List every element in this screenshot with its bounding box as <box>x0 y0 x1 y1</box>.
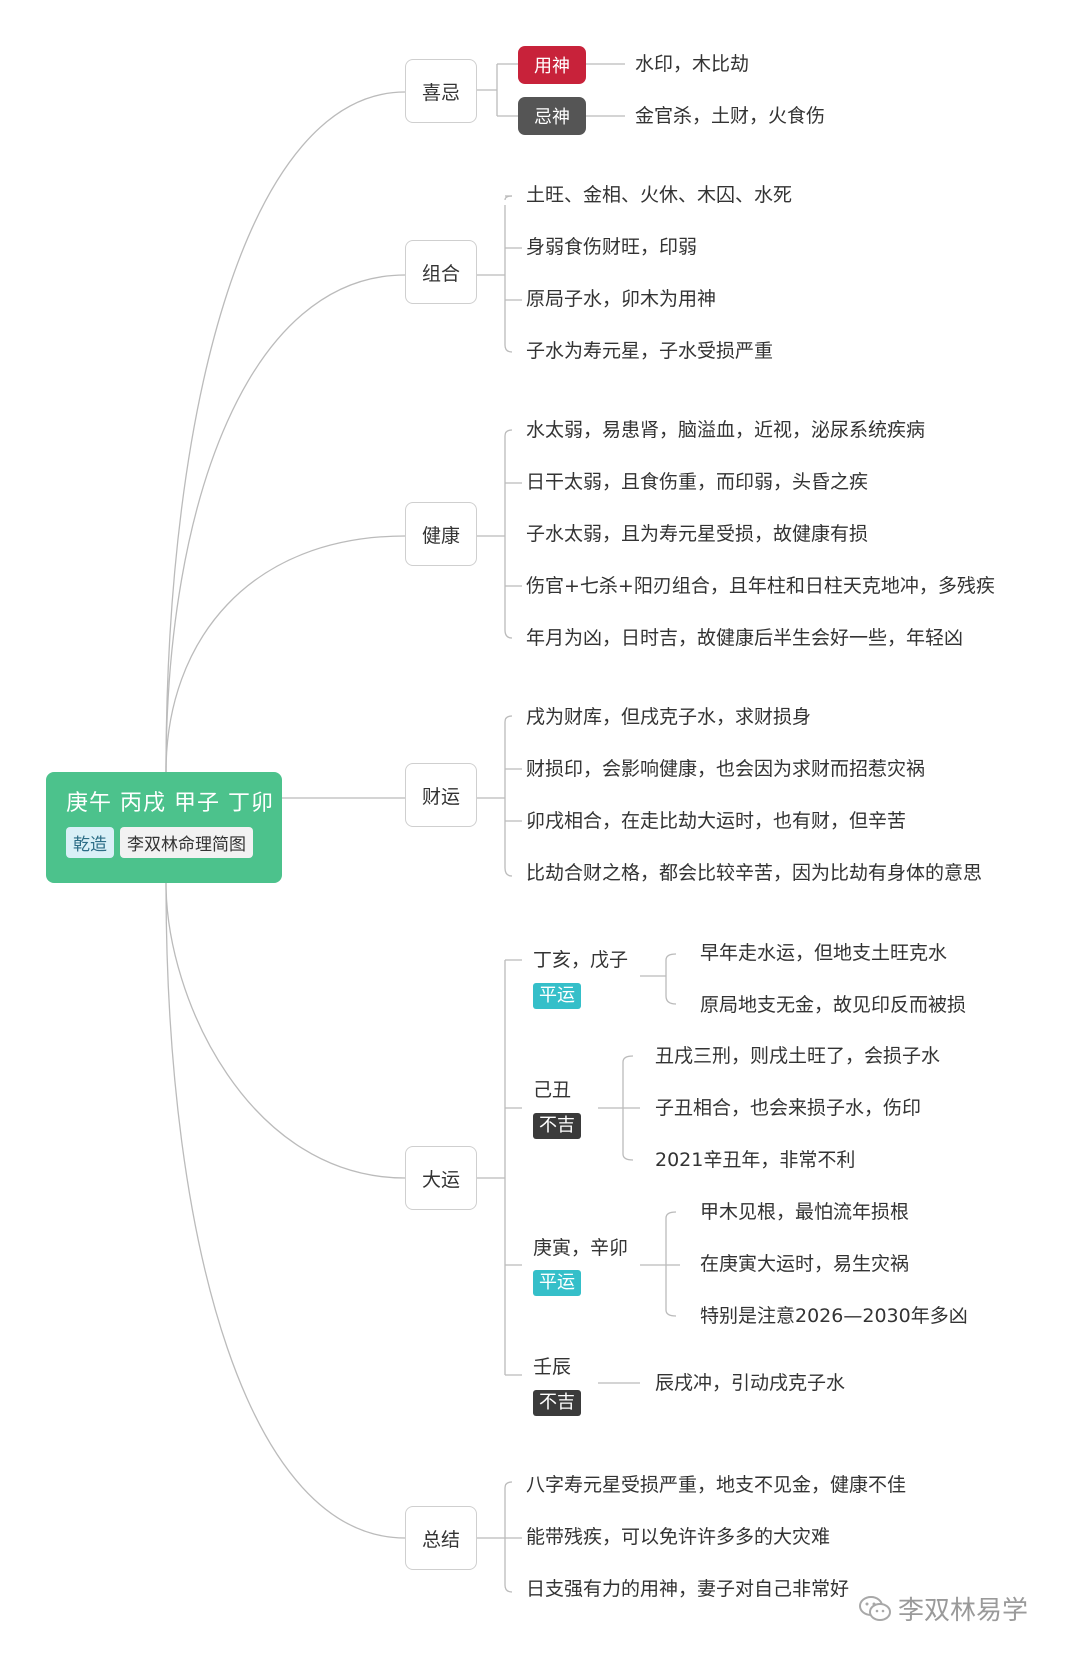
dayun-item: 2021辛丑年，非常不利 <box>655 1149 856 1171</box>
zuhe-item: 身弱食伤财旺，印弱 <box>526 236 698 258</box>
watermark: 李双林易学 <box>858 1590 1028 1627</box>
dayun-tag-ping: 平运 <box>533 983 581 1009</box>
dayun-item: 特别是注意2026—2030年多凶 <box>700 1305 968 1327</box>
zongjie-item: 八字寿元星受损严重，地支不见金，健康不佳 <box>526 1474 907 1496</box>
jiankang-item: 伤官+七杀+阳刃组合，且年柱和日柱天克地冲，多残疾 <box>526 575 995 597</box>
dayun-item: 甲木见根，最怕流年损根 <box>700 1201 910 1223</box>
branch-caiyun[interactable]: 财运 <box>405 763 477 827</box>
zuhe-item: 子水为寿元星，子水受损严重 <box>526 340 774 362</box>
yongshen-text: 水印，木比劫 <box>635 53 750 75</box>
dayun-group-name: 丁亥，戊子 <box>533 949 629 971</box>
root-tags: 乾造 李双林命理简图 <box>66 827 268 858</box>
dayun-item: 辰戌冲，引动戌克子水 <box>655 1372 846 1394</box>
dayun-item: 早年走水运，但地支土旺克水 <box>700 942 948 964</box>
watermark-text: 李双林易学 <box>898 1596 1029 1626</box>
jiankang-item: 水太弱，易患肾，脑溢血，近视，泌尿系统疾病 <box>526 419 926 441</box>
dayun-tag-buji: 不吉 <box>533 1390 581 1416</box>
zuhe-item: 土旺、金相、火休、木囚、水死 <box>526 184 793 206</box>
dayun-group-name: 己丑 <box>533 1079 572 1101</box>
zongjie-item: 日支强有力的用神，妻子对自己非常好 <box>526 1578 850 1600</box>
dayun-tag-ping: 平运 <box>533 1270 581 1296</box>
caiyun-item: 财损印，会影响健康，也会因为求财而招惹灾祸 <box>526 758 926 780</box>
dayun-group-name: 庚寅，辛卯 <box>533 1237 629 1259</box>
jiankang-item: 年月为凶，日时吉，故健康后半生会好一些，年轻凶 <box>526 627 964 649</box>
branch-jiankang[interactable]: 健康 <box>405 502 477 566</box>
jishen-pill[interactable]: 忌神 <box>518 97 586 135</box>
author-tag: 李双林命理简图 <box>120 827 253 858</box>
jishen-text: 金官杀，土财，火食伤 <box>635 105 826 127</box>
caiyun-item: 比劫合财之格，都会比较辛苦，因为比劫有身体的意思 <box>526 862 983 884</box>
root-title: 庚午 丙戌 甲子 丁卯 <box>66 791 274 816</box>
branch-zongjie[interactable]: 总结 <box>405 1506 477 1570</box>
root-node[interactable]: 庚午 丙戌 甲子 丁卯 乾造 李双林命理简图 <box>46 772 282 883</box>
caiyun-item: 卯戌相合，在走比劫大运时，也有财，但辛苦 <box>526 810 907 832</box>
dayun-group-name: 壬辰 <box>533 1356 572 1378</box>
jiankang-item: 日干太弱，且食伤重，而印弱，头昏之疾 <box>526 471 869 493</box>
jiankang-item: 子水太弱，且为寿元星受损，故健康有损 <box>526 523 869 545</box>
dayun-tag-buji: 不吉 <box>533 1113 581 1139</box>
wechat-icon <box>859 1595 891 1621</box>
yongshen-pill[interactable]: 用神 <box>518 46 586 84</box>
branch-zuhe[interactable]: 组合 <box>405 240 477 304</box>
zongjie-item: 能带残疾，可以免许许多多的大灾难 <box>526 1526 831 1548</box>
zuhe-item: 原局子水，卯木为用神 <box>526 288 717 310</box>
dayun-item: 原局地支无金，故见印反而被损 <box>700 994 967 1016</box>
dayun-item: 在庚寅大运时，易生灾祸 <box>700 1253 910 1275</box>
caiyun-item: 戌为财库，但戌克子水，求财损身 <box>526 706 812 728</box>
dayun-item: 丑戌三刑，则戌土旺了，会损子水 <box>655 1045 941 1067</box>
dayun-item: 子丑相合，也会来损子水，伤印 <box>655 1097 922 1119</box>
branch-dayun[interactable]: 大运 <box>405 1146 477 1210</box>
gender-tag: 乾造 <box>66 827 114 858</box>
branch-xiji[interactable]: 喜忌 <box>405 59 477 123</box>
